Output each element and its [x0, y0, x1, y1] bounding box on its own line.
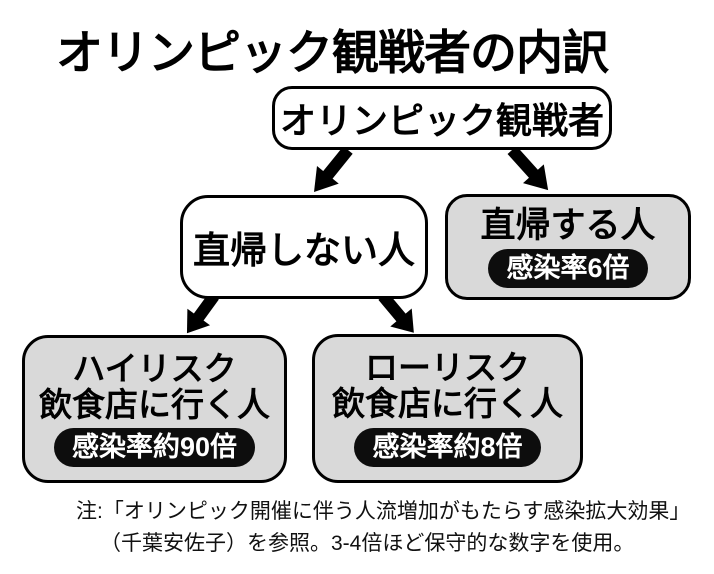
footnote-line-1: 注:「オリンピック開催に伴う人流増加がもたらす感染拡大効果」 [76, 500, 691, 523]
node-not-going-straight-home: 直帰しない人 [180, 195, 428, 299]
infection-rate-badge-90x: 感染率約90倍 [53, 428, 256, 468]
node-going-straight-home: 直帰する人 感染率6倍 [445, 194, 691, 300]
arrow-root-to-not-straight [314, 146, 353, 192]
node-olympic-spectators: オリンピック観戦者 [272, 86, 612, 150]
infection-rate-badge-6x: 感染率6倍 [488, 249, 648, 289]
footnote-line-2: （千葉安佐子）を参照。3-4倍ほど保守的な数字を使用。 [100, 531, 635, 555]
footnote: 注:「オリンピック開催に伴う人流増加がもたらす感染拡大効果」 （千葉安佐子）を参… [76, 496, 696, 560]
node-going-straight-home-label: 直帰する人 [480, 205, 656, 245]
page-title: オリンピック観戦者の内訳 [56, 26, 609, 79]
infection-rate-badge-8x: 感染率約8倍 [354, 427, 541, 467]
node-olympic-spectators-label: オリンピック観戦者 [279, 100, 604, 141]
node-high-risk-line1: ハイリスク [72, 349, 237, 387]
node-low-risk-line1: ローリスク [365, 349, 530, 387]
node-high-risk-restaurant: ハイリスク 飲食店に行く人 感染率約90倍 [22, 335, 287, 483]
node-high-risk-line2: 飲食店に行く人 [39, 385, 270, 423]
node-low-risk-restaurant: ローリスク 飲食店に行く人 感染率約8倍 [312, 334, 583, 483]
node-not-going-straight-home-label: 直帰しない人 [193, 230, 415, 271]
node-low-risk-line2: 飲食店に行く人 [332, 385, 563, 423]
